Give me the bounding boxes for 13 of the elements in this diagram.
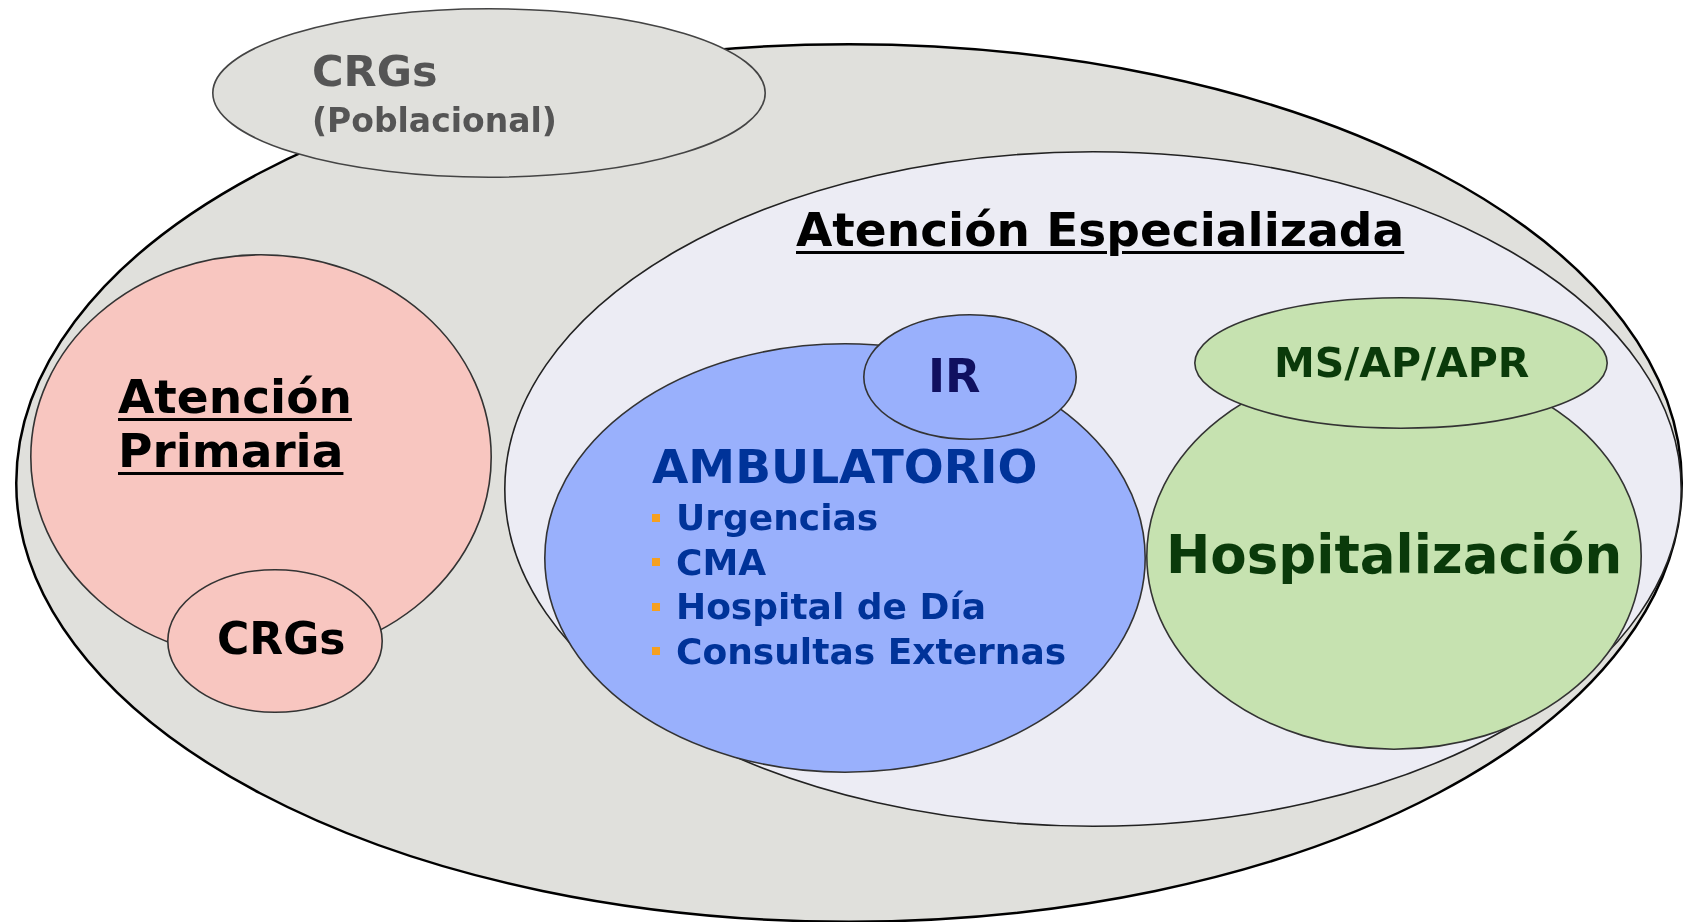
heading: AMBULATORIO xyxy=(652,440,1038,495)
list-item: Consultas Externas xyxy=(676,630,1067,672)
label-text: IR xyxy=(928,350,981,403)
heading: Atención Especializada xyxy=(796,203,1405,258)
list-item: CMA xyxy=(676,541,767,583)
label-text: Hospitalización xyxy=(1166,525,1623,586)
heading: CRGs xyxy=(312,47,438,97)
label-text: MS/AP/APR xyxy=(1274,340,1530,388)
subheading: (Poblacional) xyxy=(312,102,557,140)
heading: Atención Primaria xyxy=(118,370,353,479)
label-text: CRGs xyxy=(217,614,346,665)
list-item: Hospital de Día xyxy=(676,586,986,627)
list-item: Urgencias xyxy=(676,497,879,538)
